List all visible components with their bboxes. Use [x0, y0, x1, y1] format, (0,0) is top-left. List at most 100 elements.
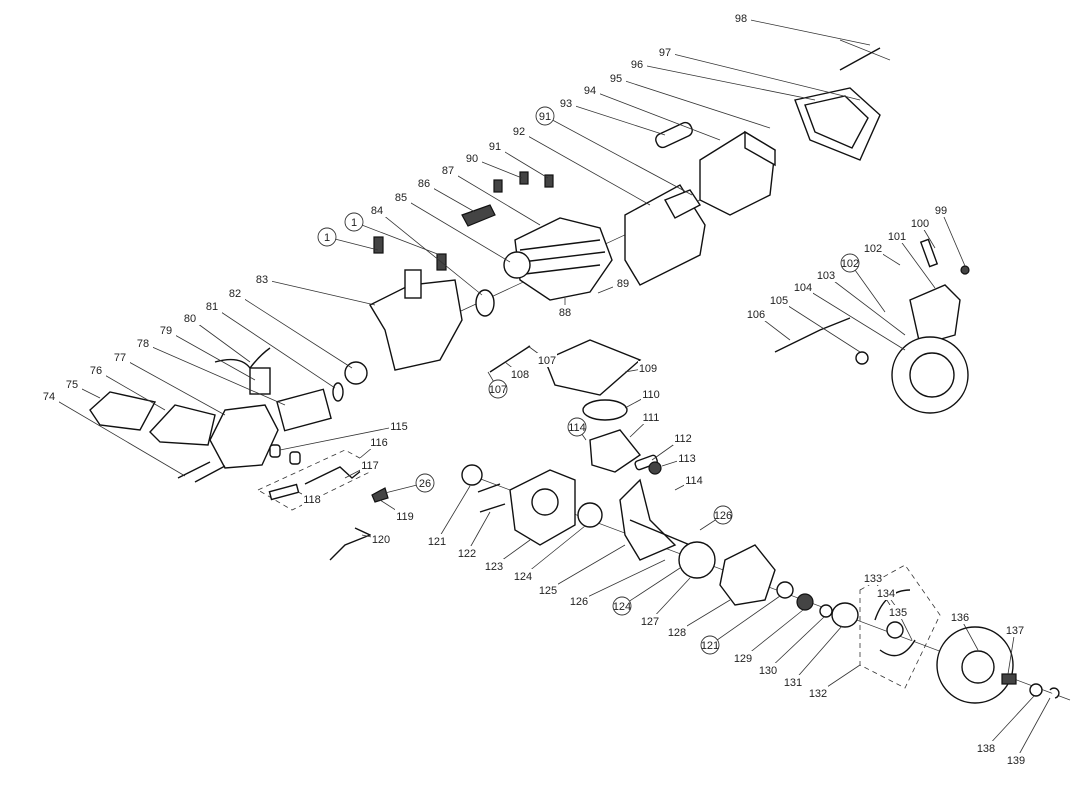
leader-line — [376, 209, 483, 296]
leader-line — [740, 17, 871, 46]
part-number-label: 91 — [489, 141, 501, 153]
part-number-label: 77 — [114, 352, 126, 364]
ring-110 — [582, 399, 628, 421]
label-backdrop — [863, 241, 883, 255]
part-number-label: 132 — [809, 688, 827, 700]
part-number-label: 102 — [864, 243, 882, 255]
label-backdrop — [580, 83, 600, 97]
kit-116-outline — [257, 449, 379, 511]
leader-line — [436, 485, 471, 542]
leader-line — [709, 595, 781, 646]
part-number-label: 122 — [458, 548, 476, 560]
part-number-label: 88 — [559, 307, 571, 319]
label-backdrop — [414, 176, 434, 190]
rod-117 — [304, 466, 363, 485]
screw-90 — [493, 179, 503, 193]
screw-90b — [519, 171, 529, 185]
leader-line — [353, 221, 441, 256]
base-gasket-109 — [544, 339, 642, 396]
part-number-label: 123 — [485, 561, 503, 573]
label-backdrop — [638, 361, 658, 375]
part-number-label: 124 — [613, 601, 631, 613]
label-backdrop — [133, 336, 153, 350]
flywheel-hub — [909, 352, 955, 398]
part-number-label: 91 — [539, 111, 551, 123]
label-backdrop — [684, 473, 704, 487]
leader-line — [142, 342, 286, 406]
label-circle — [344, 212, 364, 232]
leader-line — [1007, 629, 1016, 675]
parts-drawing — [89, 39, 1071, 704]
wire-106 — [774, 317, 851, 353]
part-number-label: 80 — [184, 313, 196, 325]
drum-hub — [961, 650, 995, 684]
part-number-label: 133 — [864, 573, 882, 585]
label-backdrop — [462, 151, 482, 165]
label-circle — [415, 473, 435, 493]
label-backdrop — [513, 569, 533, 583]
label-backdrop — [509, 124, 529, 138]
bearing-113 — [648, 461, 662, 475]
leader-line — [802, 286, 906, 351]
ignition-coil-101 — [909, 284, 961, 346]
part-number-label: 127 — [641, 616, 659, 628]
intake-boot-85 — [503, 251, 531, 279]
bolt-74 — [177, 461, 211, 479]
label-circle — [488, 379, 508, 399]
part-number-label: 115 — [390, 421, 408, 433]
part-number-label: 79 — [160, 325, 172, 337]
bracket-post — [404, 269, 422, 299]
bearing-124 — [577, 502, 603, 528]
leader-line — [615, 77, 771, 129]
part-119 — [371, 487, 389, 503]
part-number-label: 81 — [206, 301, 218, 313]
label-backdrop — [302, 492, 322, 506]
leader-line — [48, 395, 186, 477]
leader-line — [544, 115, 693, 196]
label-backdrop — [641, 387, 661, 401]
leader-line — [792, 625, 843, 683]
filter-frame-75 — [89, 391, 157, 431]
leader-line — [547, 544, 626, 591]
label-backdrop — [731, 11, 751, 25]
part-number-label: 85 — [395, 192, 407, 204]
leader-line — [742, 609, 804, 659]
leader-line — [279, 425, 400, 451]
part-number-label: 89 — [617, 278, 629, 290]
label-backdrop — [39, 389, 59, 403]
part-number-label: 106 — [747, 309, 765, 321]
leader-line — [896, 235, 936, 289]
part-number-label: 1 — [351, 217, 357, 229]
washer-130 — [819, 604, 833, 618]
grommet — [269, 444, 281, 458]
screw-1 — [373, 236, 384, 254]
fuel-hose-80 — [214, 347, 271, 370]
label-backdrop — [537, 353, 557, 367]
label-backdrop — [369, 435, 389, 449]
block-118 — [268, 483, 300, 501]
part-number-label: 136 — [951, 612, 969, 624]
label-backdrop — [538, 583, 558, 597]
label-backdrop — [180, 311, 200, 325]
bearing-plate-127 — [678, 541, 716, 579]
label-backdrop — [950, 610, 970, 624]
primer-79 — [249, 367, 271, 395]
part-labels: 9897969594939192919087868584118382818079… — [39, 11, 1026, 767]
part-number-label: 111 — [643, 412, 660, 424]
part-number-label: 75 — [66, 379, 78, 391]
part-number-label: 116 — [370, 437, 388, 449]
label-backdrop — [1006, 753, 1026, 767]
muffler — [699, 130, 776, 216]
part-number-label: 100 — [911, 218, 929, 230]
part-number-label: 126 — [714, 510, 732, 522]
label-backdrop — [655, 45, 675, 59]
leader-line — [767, 616, 825, 671]
part-number-label: 95 — [610, 73, 622, 85]
part-number-label: 121 — [428, 536, 446, 548]
part-number-label: 74 — [43, 391, 55, 403]
part-100 — [919, 238, 939, 268]
part-number-label: 118 — [303, 494, 321, 506]
leader-line — [621, 567, 681, 607]
leader-line — [119, 356, 226, 416]
